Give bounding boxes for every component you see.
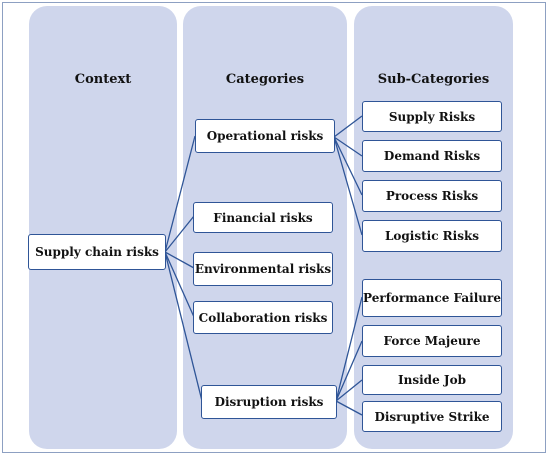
category-environmental: Environmental risks [193, 252, 333, 286]
sub-performance-failure: Performance Failure [362, 279, 502, 317]
sub-process-risks: Process Risks [362, 180, 502, 212]
sub-demand-risks: Demand Risks [362, 140, 502, 172]
sub-supply-risks: Supply Risks [362, 101, 502, 132]
category-operational: Operational risks [195, 119, 335, 153]
context-column: Context [29, 6, 177, 449]
sub-logistic-risks: Logistic Risks [362, 220, 502, 252]
context-node: Supply chain risks [28, 234, 166, 270]
category-financial: Financial risks [193, 202, 333, 233]
categories-column-title: Categories [225, 72, 305, 87]
sub-disruptive-strike: Disruptive Strike [362, 401, 502, 432]
sub-categories-column-title: Sub-Categories [377, 72, 490, 87]
sub-force-majeure: Force Majeure [362, 325, 502, 357]
category-collaboration: Collaboration risks [193, 301, 333, 334]
context-column-title: Context [74, 72, 132, 87]
sub-inside-job: Inside Job [362, 365, 502, 395]
category-disruption: Disruption risks [201, 385, 337, 419]
